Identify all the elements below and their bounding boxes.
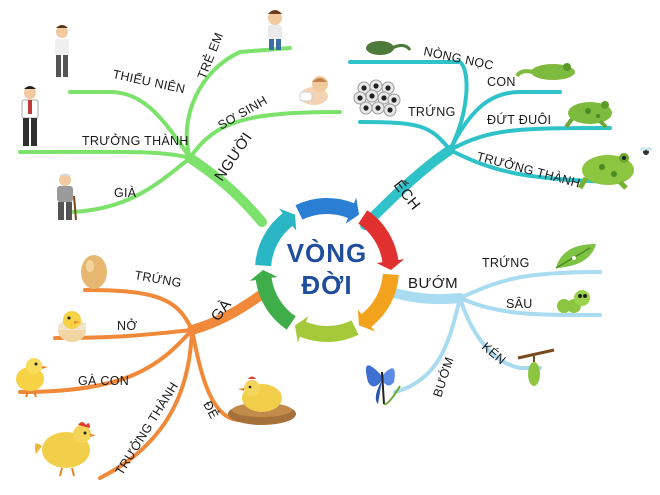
cycle-arrow-segment [255,208,297,267]
label-con: CON [487,75,516,89]
frog-egg-nucleus [387,107,393,113]
label-truong-thanh-ga: TRƯỞNG THÀNH [112,379,181,477]
cycle-ring [249,197,405,343]
frog-egg-nucleus [363,105,369,111]
frog-egg-nucleus [361,85,367,91]
leaf-eggs-icon [555,244,596,269]
cycle-arrow-segment [295,197,359,224]
nguoi-branch-lines [18,46,342,227]
frog-egg-nucleus [375,105,381,111]
label-de: ĐẺ [200,398,222,421]
tadpole-icon [366,41,412,55]
teen-boy-icon [55,25,69,77]
center-title-line1: VÒNG [287,238,368,268]
label-truong-thanh-nguoi: TRƯỞNG THÀNH [82,133,189,148]
hen-icon [34,422,96,477]
label-so-sinh: SƠ SINH [216,93,270,132]
label-no: NỞ [117,318,137,333]
nguoi-category-label: NGƯỜI [211,129,256,184]
child-icon [268,10,282,50]
man-icon [21,86,39,146]
old-man-icon [57,173,77,221]
label-gia: GIÀ [114,185,137,200]
frog-eggs-icon [353,79,401,117]
frog-legs-icon [564,101,612,129]
frog-egg-nucleus [385,85,391,91]
egg-icon [81,255,107,289]
center-title-line2: ĐỜI [301,270,352,300]
cycle-arrow-segment [357,273,399,332]
chick-icon [16,358,48,398]
label-sau: SÂU [506,296,533,311]
butterfly-icon [365,365,401,406]
label-trung-ech: TRỨNG [408,104,456,119]
label-dut-duoi: ĐỨT ĐUÔI [487,112,551,127]
label-nong-noc: NÒNG NỌC [422,43,495,72]
label-trung-ga: TRỨNG [133,267,182,290]
frog-egg-nucleus [373,83,379,89]
caterpillar-icon [557,290,590,313]
baby-icon [299,76,328,105]
frog-egg-nucleus [369,93,375,99]
label-trung-buom: TRỨNG [482,255,530,270]
buom-category-label: BƯỚM [408,275,458,292]
center-disc [278,221,376,319]
frog-egg-nucleus [357,95,363,101]
label-ga-con: GÀ CON [78,373,129,388]
froglet-icon [515,63,575,80]
cocoon-icon [517,348,555,386]
adult-frog-icon [577,153,634,190]
cycle-arrow-segment [358,210,405,270]
frog-egg-nucleus [391,97,397,103]
frog-egg-nucleus [381,95,387,101]
label-buom: BƯỚM [430,355,457,399]
buom-branch-lines [385,270,602,394]
label-truong-thanh-ech: TRƯỞNG THÀNH [475,148,582,190]
cycle-arrow-segment [295,316,359,343]
label-tre-em: TRẺ EM [194,30,226,81]
cycle-arrow-segment [249,270,296,330]
nest-hen-icon [228,376,296,425]
hatching-chick-icon [58,311,86,342]
fly-icon [640,147,652,155]
